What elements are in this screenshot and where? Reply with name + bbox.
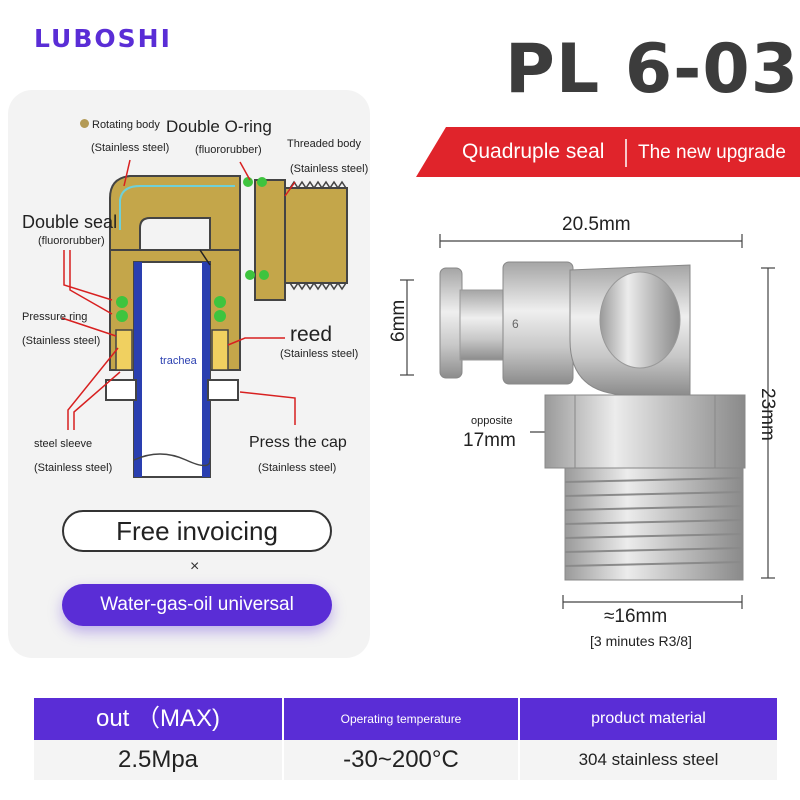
dim-thread-spec: [3 minutes R3/8] — [590, 633, 692, 649]
double-oring-material: (fluororubber) — [195, 144, 262, 156]
press-cap-label: Press the cap — [249, 434, 347, 451]
universal-text: Water-gas-oil universal — [100, 594, 294, 615]
steel-sleeve-label: steel sleeve — [34, 438, 93, 450]
spec-value-pressure-text: 2.5Mpa — [117, 746, 199, 773]
red-banner — [416, 127, 800, 177]
free-invoicing-pill: Free invoicing — [62, 510, 332, 552]
spec-value-material: 304 stainless steel — [520, 740, 777, 780]
free-invoicing-text: Free invoicing — [116, 516, 278, 546]
banner-quadruple-seal: Quadruple seal — [462, 140, 605, 163]
dim-width: 20.5mm — [562, 214, 631, 235]
reed-material: (Stainless steel) — [280, 348, 359, 360]
double-seal-label: Double seal — [22, 212, 118, 232]
dim-hex: 17mm — [463, 430, 516, 451]
spec-value-material-text: 304 stainless steel — [578, 750, 719, 769]
rotating-body-material: (Stainless steel) — [91, 142, 170, 154]
spec-header-temperature: Operating temperature — [284, 698, 518, 740]
threaded-body-label: Threaded body — [287, 138, 361, 150]
dim-port: 6mm — [388, 299, 409, 342]
spec-header-temperature-text: Operating temperature — [340, 712, 462, 726]
rotating-body-text: Rotating body — [92, 119, 160, 131]
svg-text:6: 6 — [512, 317, 519, 331]
spec-value-temperature: -30~200°C — [284, 740, 518, 780]
reed-label: reed — [290, 323, 333, 346]
spec-header-pressure: out （MAX) — [34, 698, 282, 740]
rotating-body-dot-icon — [80, 119, 89, 128]
times-symbol: × — [190, 558, 200, 575]
brand-logo: LUBOSHI — [34, 24, 172, 53]
dim-thread-width: ≈16mm — [604, 606, 668, 627]
banner-new-upgrade: The new upgrade — [638, 142, 786, 163]
rotating-body-label: Rotating body — [80, 119, 160, 131]
dim-opposite: opposite — [471, 415, 513, 427]
press-cap-material: (Stainless steel) — [258, 462, 337, 474]
pressure-ring-material: (Stainless steel) — [22, 335, 101, 347]
model-title: PL 6-03 — [505, 30, 800, 109]
spec-header-pressure-text: out （MAX) — [95, 705, 221, 732]
pressure-ring-label: Pressure ring — [22, 311, 88, 323]
spec-header-material-text: product material — [591, 710, 706, 727]
dim-height: 23mm — [757, 388, 778, 441]
double-seal-material: (fluororubber) — [38, 235, 105, 247]
spec-table: out （MAX) Operating temperature product … — [34, 698, 777, 784]
universal-pill: Water-gas-oil universal — [62, 584, 332, 626]
spec-value-pressure: 2.5Mpa — [34, 740, 282, 780]
spec-value-temperature-text: -30~200°C — [343, 746, 459, 773]
double-oring-label: Double O-ring — [166, 117, 272, 136]
steel-sleeve-material: (Stainless steel) — [34, 462, 113, 474]
trachea-label: trachea — [160, 355, 198, 367]
threaded-body-material: (Stainless steel) — [290, 163, 369, 175]
spec-header-material: product material — [520, 698, 777, 740]
